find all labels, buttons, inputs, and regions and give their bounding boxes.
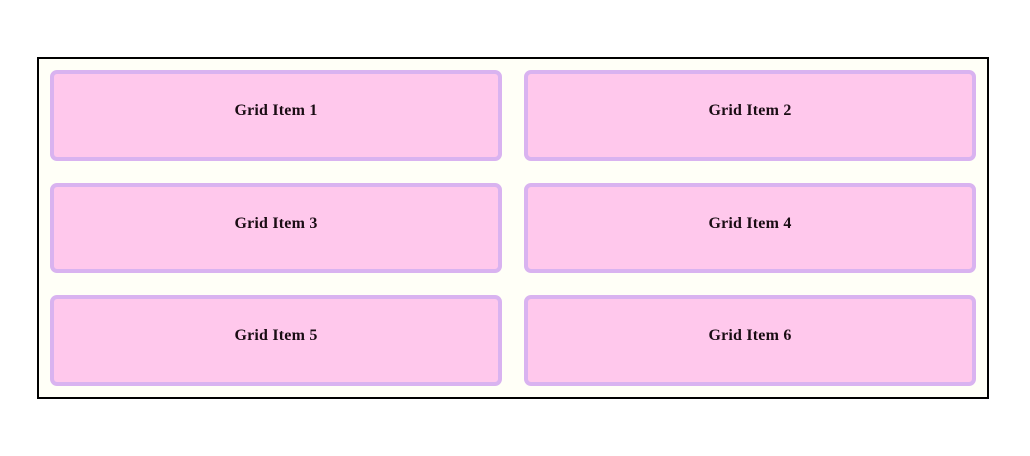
grid-item[interactable]: Grid Item 2: [524, 70, 976, 161]
grid-item-label: Grid Item 5: [234, 327, 318, 345]
grid-item-label: Grid Item 2: [708, 102, 792, 119]
grid-item[interactable]: Grid Item 5: [50, 295, 502, 386]
grid-item-label: Grid Item 1: [234, 102, 318, 119]
grid-item[interactable]: Grid Item 6: [524, 295, 976, 386]
grid-item[interactable]: Grid Item 4: [524, 182, 976, 274]
grid-item-label: Grid Item 6: [708, 327, 792, 345]
grid-item[interactable]: Grid Item 1: [50, 70, 502, 161]
grid-item[interactable]: Grid Item 3: [50, 182, 502, 274]
grid-item-label: Grid Item 4: [708, 214, 792, 232]
grid-container: Grid Item 1 Grid Item 2 Grid Item 3 Grid…: [37, 57, 989, 399]
grid-item-label: Grid Item 3: [234, 214, 318, 232]
